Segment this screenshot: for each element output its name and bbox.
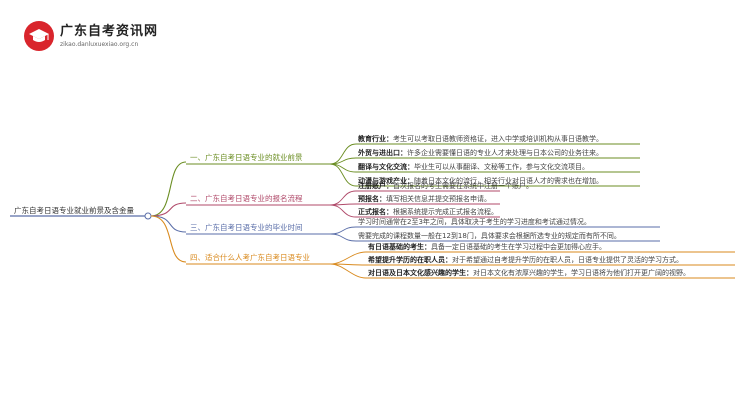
- site-header: 广东自考资讯网 zikao.danluxuexiao.org.cn: [24, 18, 158, 54]
- leaf-title: 外贸与进出口：: [358, 148, 407, 157]
- leaf-text: 外贸与进出口：许多企业需要懂日语的专业人才来处理与日本公司的业务往来。: [358, 148, 603, 157]
- leaf-text: 注册账户：首次报名的考生需要在系统中注册一个账户。: [358, 181, 533, 190]
- branch-connector: [150, 215, 187, 233]
- leaf-title: 对日语及日本文化感兴趣的学生：: [368, 268, 473, 277]
- leaf-text: 预报名：填写相关信息并提交预报名申请。: [358, 194, 491, 203]
- leaf-connector: [329, 163, 357, 187]
- leaf-body: 学习时间通常在2至3年之间，具体取决于考生的学习进度和考试通过情况。: [358, 217, 591, 226]
- leaf-body: 具备一定日语基础的考生在学习过程中会更加得心应手。: [431, 242, 606, 251]
- leaf-body: 填写相关信息并提交预报名申请。: [386, 194, 491, 203]
- leaf-text: 正式报名：根据系统提示完成正式报名流程。: [358, 207, 498, 216]
- leaf-title: 有日语基础的考生：: [368, 242, 431, 251]
- graduation-cap-logo-icon: [24, 21, 54, 51]
- leaf-title: 翻译与文化交流：: [358, 162, 414, 171]
- leaf-text: 需要完成的课程数量一般在12到18门，具体要求会根据所选专业的规定而有所不同。: [358, 231, 621, 240]
- leaf-connector: [329, 163, 357, 173]
- leaf-body: 考生可以考取日语教师资格证，进入中学或培训机构从事日语教学。: [393, 134, 603, 143]
- mindmap-root: 广东自考日语专业就业前景及含金量: [14, 205, 134, 215]
- leaf-text: 有日语基础的考生：具备一定日语基础的考生在学习过程中会更加得心应手。: [368, 242, 606, 251]
- root-node-dot: [144, 212, 152, 220]
- leaf-connector: [329, 226, 357, 235]
- leaf-text: 学习时间通常在2至3年之间，具体取决于考生的学习进度和考试通过情况。: [358, 217, 591, 226]
- site-url: zikao.danluxuexiao.org.cn: [60, 40, 139, 48]
- site-name: 广东自考资讯网: [60, 23, 159, 39]
- branch-label: 三、广东自考日语专业的毕业时间: [190, 222, 303, 232]
- leaf-text: 教育行业：考生可以考取日语教师资格证，进入中学或培训机构从事日语教学。: [357, 134, 603, 143]
- leaf-connector: [329, 190, 357, 206]
- leaf-title: 注册账户：: [358, 181, 393, 190]
- leaf-connector: [329, 204, 357, 218]
- branch-connector: [150, 215, 187, 263]
- leaf-body: 许多企业需要懂日语的专业人才来处理与日本公司的业务往来。: [407, 148, 603, 157]
- leaf-body: 毕业生可以从事翻译、文秘等工作，参与文化交流项目。: [414, 162, 589, 171]
- branch-label: 二、广东自考日语专业的报名流程: [190, 193, 303, 203]
- leaf-title: 动漫与游戏产业：: [358, 176, 414, 185]
- branch-label: 四、适合什么人考广东自考日语专业: [190, 252, 310, 262]
- leaf-body: 根据系统提示完成正式报名流程。: [393, 207, 498, 216]
- leaf-connector: [329, 233, 357, 242]
- leaf-title: 教育行业：: [357, 134, 393, 143]
- branch-label: 一、广东自考日语专业的就业前景: [190, 152, 303, 162]
- leaf-connector: [329, 251, 367, 265]
- branch-connector: [150, 202, 187, 217]
- leaf-title: 希望提升学历的在职人员：: [367, 255, 452, 264]
- leaf-body: 对日本文化有浓厚兴趣的学生，学习日语将为他们打开更广阔的视野。: [473, 268, 690, 277]
- leaf-text: 动漫与游戏产业：随着日本文化的流行，相关行业对日语人才的需求也在增加。: [358, 176, 603, 185]
- leaf-body: 需要完成的课程数量一般在12到18门，具体要求会根据所选专业的规定而有所不同。: [358, 231, 621, 240]
- leaf-body: 随着日本文化的流行，相关行业对日语人才的需求也在增加。: [414, 176, 603, 185]
- leaf-title: 预报名：: [358, 194, 386, 203]
- leaf-body: 首次报名的考生需要在系统中注册一个账户。: [393, 181, 533, 190]
- leaf-text: 希望提升学历的在职人员：对于希望通过自考提升学历的在职人员，日语专业提供了灵活的…: [367, 255, 683, 264]
- leaf-text: 对日语及日本文化感兴趣的学生：对日本文化有浓厚兴趣的学生，学习日语将为他们打开更…: [368, 268, 690, 277]
- leaf-title: 正式报名：: [358, 207, 393, 216]
- leaf-connector: [329, 263, 367, 279]
- leaf-text: 翻译与文化交流：毕业生可以从事翻译、文秘等工作，参与文化交流项目。: [358, 162, 589, 171]
- branch-connector: [150, 161, 187, 217]
- leaf-body: 对于希望通过自考提升学历的在职人员，日语专业提供了灵活的学习方式。: [452, 255, 683, 264]
